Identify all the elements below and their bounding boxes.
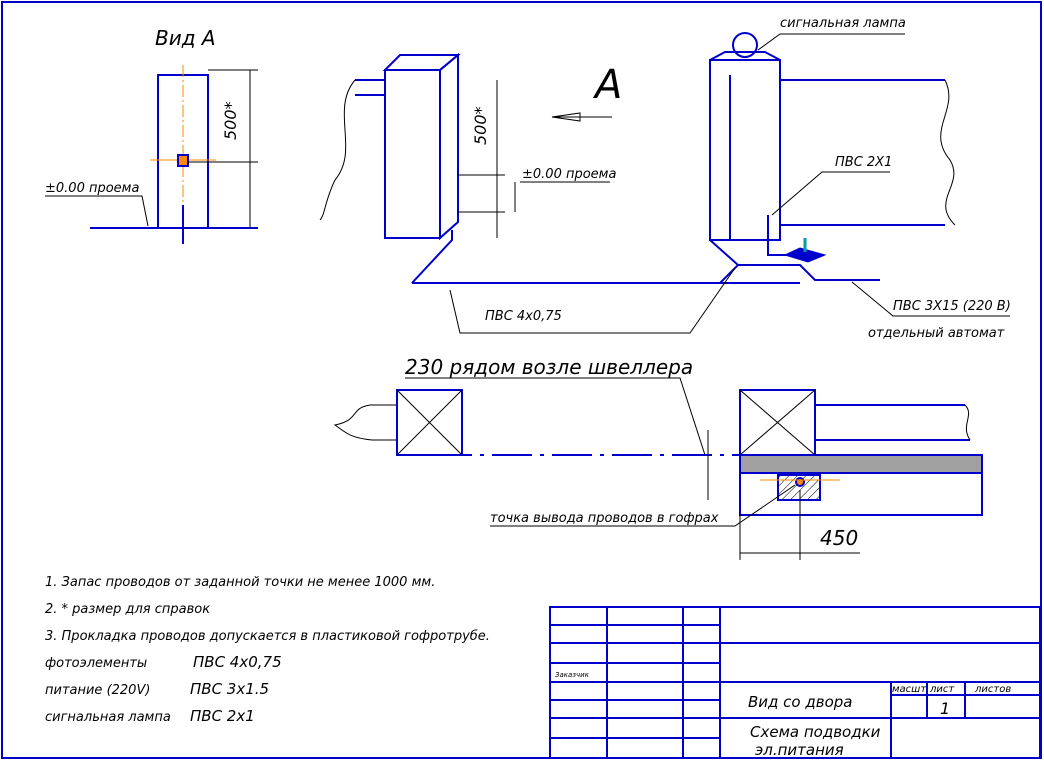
exit-point-label: точка вывода проводов в гофрах <box>490 511 719 526</box>
note-1: 1. Запас проводов от заданной точки не м… <box>45 575 435 590</box>
breaker-label: отдельный автомат <box>868 326 1005 341</box>
cable-power-label: ПВС 3Х15 (220 В) <box>893 299 1011 314</box>
wire-point-icon <box>177 154 189 167</box>
junction-icon <box>783 247 827 263</box>
plan-title: 230 рядом возле швеллера <box>405 355 693 379</box>
view-label: Вид со двора <box>748 693 852 711</box>
cable-spec: ПВС 4х0,75 <box>193 653 282 671</box>
plan-view: 230 рядом возле швеллера точка вывода пр… <box>333 355 983 560</box>
note-2: 2. * размер для справок <box>45 602 210 617</box>
plan-dim: 450 <box>820 526 858 550</box>
signal-lamp-icon <box>732 32 758 58</box>
note-3: 3. Прокладка проводов допускается в плас… <box>45 629 490 644</box>
view-a: Вид А 500* ±0.00 проема <box>45 26 258 244</box>
cable-name: сигнальная лампа <box>45 710 171 725</box>
view-arrow-label: A <box>592 62 622 108</box>
sheets-label: листов <box>974 684 1011 695</box>
title-line-2: эл.питания <box>755 741 844 759</box>
cable-spec: ПВС 2х1 <box>190 707 255 725</box>
sheet-label: лист <box>929 684 955 695</box>
approver-label: Заказчик <box>555 671 590 679</box>
front-view: 500* ±0.00 проема A сигнальная лампа ПВС… <box>319 16 1011 341</box>
view-a-level: ±0.00 проема <box>45 181 139 196</box>
exit-point-icon <box>795 477 805 487</box>
view-a-title: Вид А <box>155 26 216 50</box>
cable-lamp-label: ПВС 2Х1 <box>835 155 892 170</box>
notes: 1. Запас проводов от заданной точки не м… <box>45 575 490 725</box>
cable-spec: ПВС 3х1.5 <box>190 680 269 698</box>
front-level: ±0.00 проема <box>522 167 616 182</box>
channel-band <box>739 454 983 474</box>
sheet-number: 1 <box>940 699 950 718</box>
title-line-1: Схема подводки <box>750 723 881 741</box>
cable-name: питание (220V) <box>45 683 150 698</box>
cable-photo-label: ПВС 4х0,75 <box>485 309 562 324</box>
cable-name: фотоэлементы <box>45 656 147 671</box>
lamp-label: сигнальная лампа <box>780 16 906 31</box>
front-dim: 500* <box>471 106 490 145</box>
view-a-dim: 500* <box>221 101 240 140</box>
title-block: Заказчик Вид со двора Схема подводки эл.… <box>549 606 1041 759</box>
scale-label: масшт <box>892 684 927 695</box>
